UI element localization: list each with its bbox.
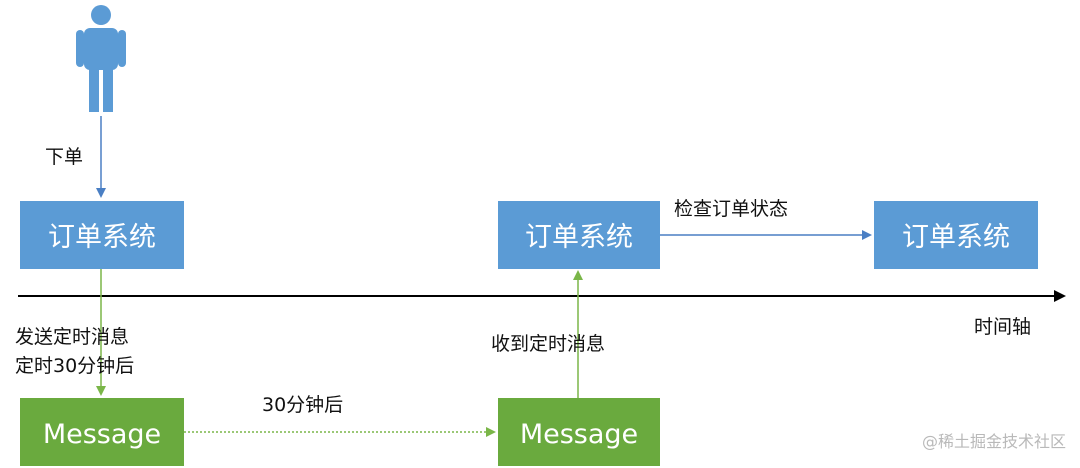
place-order-label: 下单 — [45, 146, 83, 168]
person-icon — [76, 5, 126, 112]
order-system-label-1: 订单系统 — [48, 222, 156, 253]
watermark-text: @稀土掘金技术社区 — [922, 432, 1066, 451]
order-system-box-2: 订单系统 — [498, 201, 660, 269]
order-system-box-1: 订单系统 — [20, 201, 184, 269]
message-box-1: Message — [20, 398, 184, 466]
order-system-label-3: 订单系统 — [902, 222, 1010, 253]
timeline-label: 时间轴 — [974, 316, 1031, 338]
message-label-1: Message — [43, 419, 161, 450]
send-delayed-label-line2: 定时30分钟后 — [15, 355, 134, 377]
order-system-box-3: 订单系统 — [874, 201, 1038, 269]
check-status-label: 检查订单状态 — [674, 198, 788, 220]
order-system-label-2: 订单系统 — [525, 222, 633, 253]
message-label-2: Message — [520, 419, 638, 450]
receive-msg-label: 收到定时消息 — [491, 333, 605, 355]
send-delayed-label-line1: 发送定时消息 — [15, 326, 129, 348]
message-box-2: Message — [498, 398, 660, 466]
after-30min-label: 30分钟后 — [262, 394, 343, 416]
